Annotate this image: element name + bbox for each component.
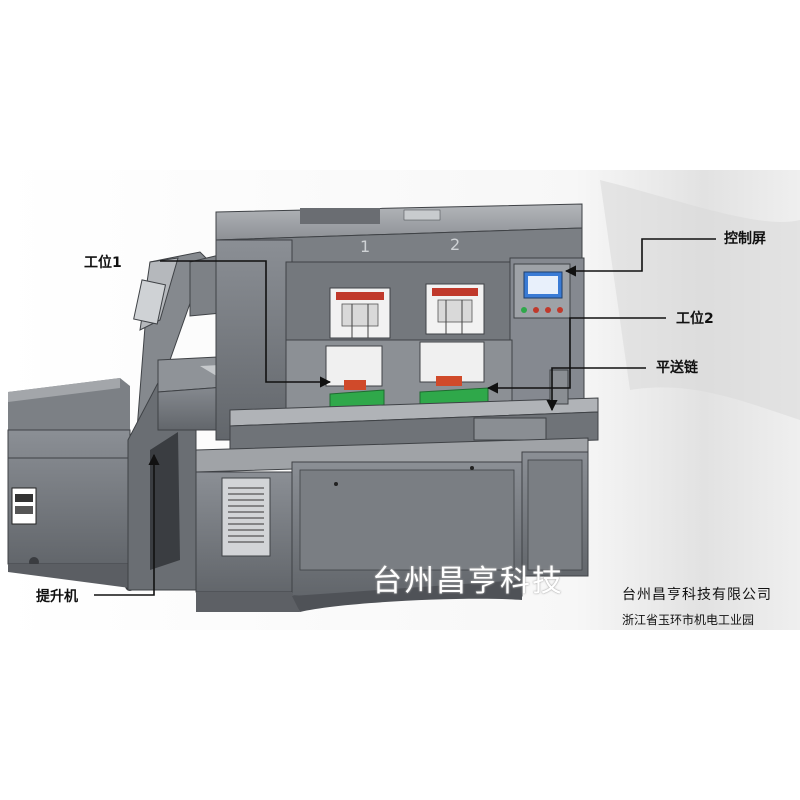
leader-transfer-chain	[546, 367, 646, 412]
label-transfer-chain: 平送链	[656, 360, 698, 376]
leader-station1	[160, 260, 332, 388]
label-station-2: 工位2	[676, 311, 714, 327]
label-station-1: 工位1	[84, 255, 122, 271]
label-elevator: 提升机	[36, 589, 78, 605]
base-cabinet	[195, 437, 589, 612]
control-panel	[513, 263, 571, 319]
station-number-2: 2	[450, 235, 460, 254]
company-name: 台州昌亨科技有限公司	[622, 587, 772, 603]
leader-elevator	[94, 453, 160, 596]
watermark: 台州昌亨科技	[372, 564, 564, 599]
station-1-unit	[325, 287, 391, 411]
label-control-screen: 控制屏	[724, 231, 766, 247]
station-number-1: 1	[360, 237, 370, 256]
leader-station2	[486, 317, 666, 394]
station-2-unit	[419, 283, 489, 407]
leader-control-screen	[564, 238, 716, 277]
background-shading	[600, 180, 800, 420]
company-address: 浙江省玉环市机电工业园	[622, 613, 755, 627]
machine-frame	[215, 203, 585, 441]
